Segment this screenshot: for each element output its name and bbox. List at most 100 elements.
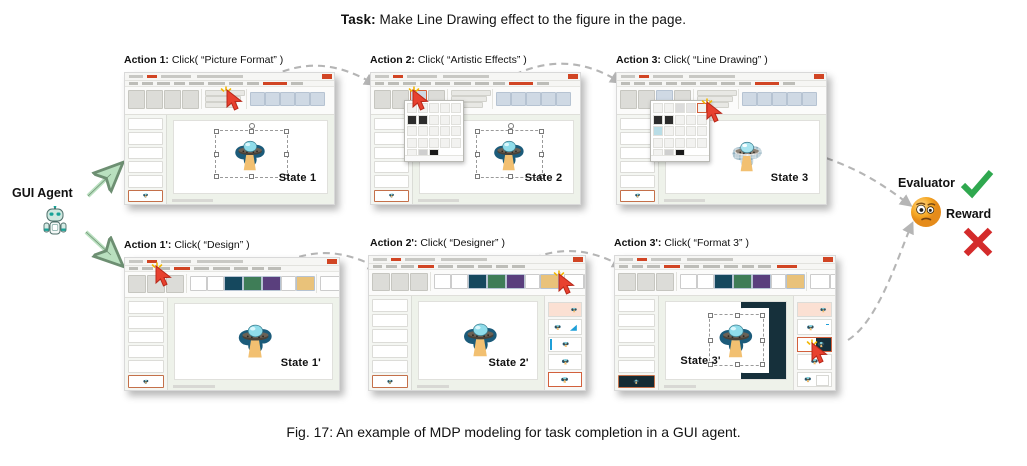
ribbon-1p[interactable] (125, 272, 339, 298)
effect-cell[interactable] (664, 137, 674, 148)
effect-cell[interactable] (686, 137, 696, 148)
picture-selection-box-3p[interactable] (708, 312, 766, 368)
close-button-1[interactable] (322, 74, 332, 79)
slide-thumb-selected[interactable] (374, 189, 409, 202)
state-card-1p[interactable]: State 1' (124, 257, 340, 391)
effect-cell[interactable] (407, 137, 417, 148)
slide-thumb[interactable] (372, 344, 409, 358)
design-tab-3p[interactable] (664, 265, 680, 268)
state-card-3p[interactable]: State 3' (614, 255, 836, 391)
design-tab-2p[interactable] (418, 265, 434, 268)
slide-thumb[interactable] (128, 146, 163, 159)
slide-thumb-selected[interactable] (128, 189, 163, 202)
effect-cell[interactable] (429, 114, 439, 125)
picture-selection-box-2[interactable] (475, 123, 544, 180)
effect-cell[interactable] (429, 103, 439, 113)
effect-cell[interactable] (686, 103, 696, 113)
design-idea[interactable] (547, 336, 582, 353)
slide-thumb[interactable] (620, 160, 655, 174)
effect-cell[interactable] (418, 114, 428, 125)
slide-thumb-selected[interactable] (128, 375, 164, 388)
slide-thumb-selected[interactable] (372, 374, 409, 389)
picture-selection-box-1[interactable] (214, 123, 289, 180)
slide-thumb[interactable] (620, 175, 655, 188)
state-card-2p[interactable]: State 2' (368, 255, 586, 391)
slide-canvas-2p[interactable]: State 2' (418, 301, 538, 380)
effect-cell[interactable] (653, 126, 663, 136)
slide-thumb[interactable] (128, 360, 164, 374)
state-card-3[interactable]: State 3 (616, 72, 827, 205)
design-idea[interactable] (797, 319, 832, 335)
ufo-clipart-3p[interactable] (712, 317, 760, 362)
effect-cell[interactable] (418, 137, 428, 148)
effect-cell[interactable] (451, 114, 461, 125)
slide-thumbnails-1p[interactable] (125, 298, 168, 390)
effect-cell[interactable] (697, 114, 707, 125)
design-tab-1p[interactable] (174, 267, 190, 270)
slide-thumb[interactable] (128, 301, 164, 314)
design-idea-selected[interactable] (547, 371, 582, 388)
slide-thumb[interactable] (618, 314, 655, 328)
effect-cell[interactable] (429, 126, 439, 136)
ribbon-2[interactable] (371, 87, 580, 115)
ribbon-tabs-2[interactable] (371, 81, 580, 87)
ufo-clipart-1[interactable] (218, 134, 282, 174)
effect-cell[interactable] (664, 126, 674, 136)
slide-canvas-1p[interactable]: State 1' (173, 303, 333, 380)
effect-cell[interactable] (697, 126, 707, 136)
slide-thumb[interactable] (372, 314, 409, 328)
slide-thumb[interactable] (618, 329, 655, 343)
effect-cell[interactable] (440, 114, 450, 125)
slide-thumb[interactable] (618, 299, 655, 313)
effect-cell[interactable] (407, 103, 417, 113)
slide-thumb[interactable] (618, 344, 655, 358)
effect-cell[interactable] (451, 103, 461, 113)
design-idea[interactable] (797, 354, 832, 370)
design-idea[interactable] (547, 302, 582, 318)
effect-cell[interactable] (440, 103, 450, 113)
effect-cell[interactable] (664, 103, 674, 113)
slide-canvas-1[interactable]: State 1 (172, 120, 328, 194)
slide-thumb[interactable] (374, 160, 409, 174)
effect-cell[interactable] (429, 137, 439, 148)
design-idea[interactable] (547, 354, 582, 370)
design-idea[interactable] (797, 302, 832, 318)
effect-cell[interactable] (653, 114, 663, 125)
effect-cell[interactable] (653, 137, 663, 148)
ribbon-tabs-2p[interactable] (369, 264, 585, 270)
artistic-effects-gallery-2[interactable] (404, 100, 464, 162)
slide-thumb[interactable] (128, 160, 163, 174)
effect-cell[interactable] (664, 114, 674, 125)
effect-cell[interactable] (407, 114, 417, 125)
slide-thumb-selected[interactable] (620, 189, 655, 202)
slide-thumb[interactable] (128, 118, 163, 131)
effect-cell[interactable] (686, 114, 696, 125)
slide-thumb[interactable] (372, 329, 409, 343)
close-button-2[interactable] (568, 74, 578, 79)
slide-thumb[interactable] (372, 359, 409, 373)
effect-cell[interactable] (675, 126, 685, 136)
effect-cell[interactable] (675, 114, 685, 125)
ribbon-3p[interactable] (615, 270, 835, 296)
slide-thumb[interactable] (128, 175, 163, 188)
design-idea[interactable] (547, 319, 582, 335)
close-button-3[interactable] (814, 74, 824, 79)
artistic-effects-gallery-3[interactable] (650, 100, 710, 162)
designer-pane-3p[interactable] (793, 296, 835, 390)
effect-cell[interactable] (675, 137, 685, 148)
close-button-1p[interactable] (327, 259, 337, 264)
slide-thumb[interactable] (372, 299, 409, 313)
ribbon-tabs-1[interactable] (125, 81, 334, 87)
slide-thumb-selected[interactable] (618, 374, 655, 389)
effect-cell[interactable] (675, 103, 685, 113)
designer-pane-2p[interactable] (543, 296, 585, 390)
slide-thumbnails-2p[interactable] (369, 296, 413, 390)
slide-thumb[interactable] (128, 330, 164, 344)
effect-cell[interactable] (440, 137, 450, 148)
slide-thumbnails-3p[interactable] (615, 296, 659, 390)
slide-thumbnails-1[interactable] (125, 115, 167, 204)
ufo-clipart-2p[interactable] (457, 316, 504, 361)
ribbon-tabs-3p[interactable] (615, 264, 835, 270)
effect-cell[interactable] (407, 126, 417, 136)
slide-thumb[interactable] (128, 132, 163, 145)
